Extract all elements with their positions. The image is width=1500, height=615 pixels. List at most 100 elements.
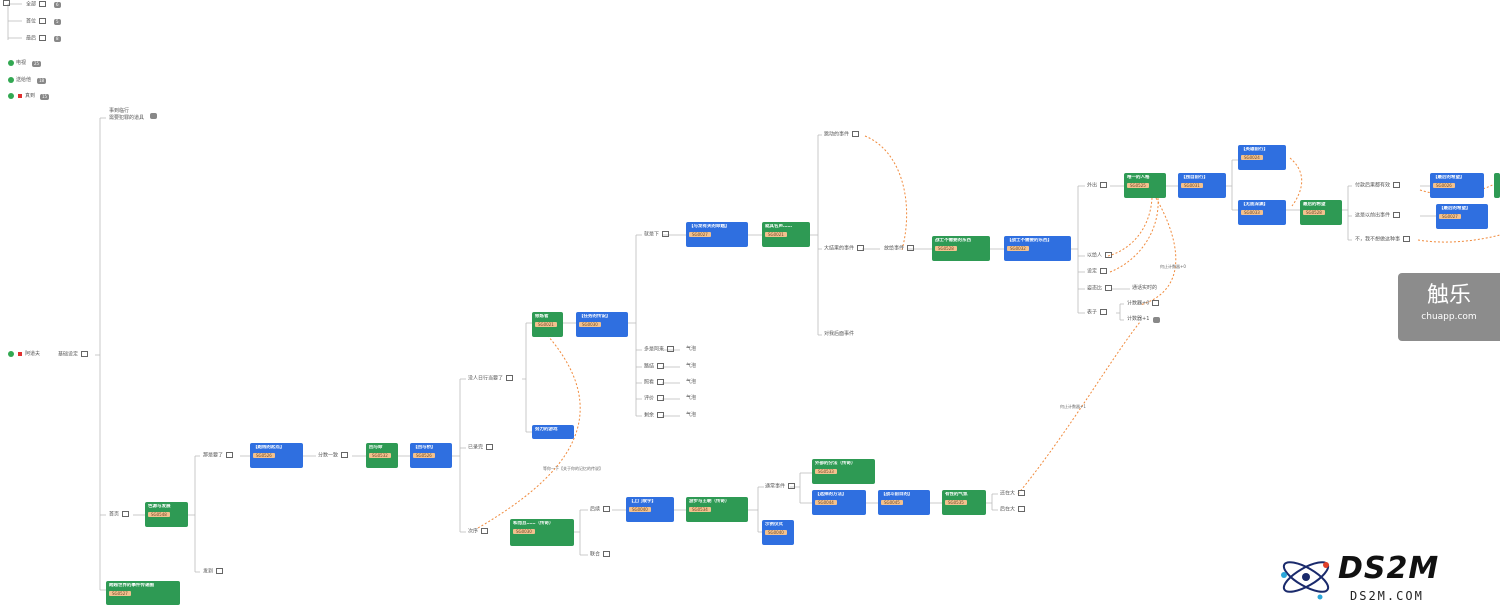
topic-node[interactable]: 【任务的传说】SG0030 xyxy=(576,312,628,337)
status-item[interactable]: 送给他 xyxy=(16,77,31,84)
list-item[interactable]: 最后 xyxy=(26,35,47,43)
node-tag: SG0525 xyxy=(1127,183,1149,188)
node-title: 【英雄前行】 xyxy=(1241,147,1268,152)
branch-label[interactable]: 外出 xyxy=(1087,182,1108,190)
branch-label[interactable]: 放给事件 xyxy=(884,245,915,253)
topic-node[interactable]: 【上门故学】SG0040 xyxy=(626,497,674,522)
topic-node[interactable]: 【无底深渊】SG0033 xyxy=(1238,200,1286,225)
topic-node[interactable]: 【独自前行】SG0031 xyxy=(1178,173,1226,198)
topic-node[interactable]: 【战士不需要的东西】SG0032 xyxy=(1004,236,1071,261)
link-annotation: 何止计数器+1 xyxy=(1060,404,1086,409)
node-tag: SG0026 xyxy=(1433,183,1455,188)
topic-node[interactable]: 外部的分法（传奇）SG0533 xyxy=(812,459,875,484)
branch-label[interactable]: 联合 xyxy=(590,551,611,559)
topic-node[interactable]: 【与龙有关的命题】SG0027 xyxy=(686,222,748,247)
topic-node[interactable]: 就其名声……SG0021 xyxy=(762,222,810,247)
topic-node[interactable]: 游步与王朝（传奇）SG0534 xyxy=(686,497,748,522)
note-icon xyxy=(857,245,865,251)
topic-node[interactable]: 【最后的希望】SG0027 xyxy=(1436,204,1488,229)
branch-label[interactable]: 后续 xyxy=(590,506,611,514)
topic-node[interactable]: 【选择的方法】SG0044 xyxy=(812,490,866,515)
branch-label[interactable]: 事到临行 xyxy=(109,108,130,114)
branch-label[interactable]: 那是要了 xyxy=(203,452,234,460)
branch-label[interactable]: 次序 xyxy=(468,528,489,536)
branch-label[interactable]: 通常事件 xyxy=(765,483,796,491)
chuapp-watermark: 触乐 chuapp.com xyxy=(1398,273,1500,341)
node-tag: SG0526 xyxy=(253,453,275,458)
branch-label[interactable]: 分数一致 xyxy=(318,452,349,460)
note-icon xyxy=(657,395,665,401)
branch-label[interactable]: 对我后面事件 xyxy=(824,331,855,337)
branch-label[interactable]: 就是下 xyxy=(644,231,670,239)
note-icon xyxy=(907,245,915,251)
list-item[interactable]: 全部 xyxy=(26,1,47,9)
topic-node-partial[interactable] xyxy=(1494,173,1500,198)
note-icon xyxy=(1152,300,1160,306)
branch-label[interactable]: 设定 xyxy=(1087,268,1108,276)
branch-label[interactable]: 评价 xyxy=(644,395,665,403)
branch-label[interactable]: 跳动的事件 xyxy=(824,131,860,139)
branch-label[interactable]: 没人日行当要了 xyxy=(468,375,514,383)
branch-label[interactable]: 不，我不想做这种事 xyxy=(1355,236,1411,244)
node-tag: SG0532 xyxy=(369,453,391,458)
branch-label[interactable]: 付款后果都有效 xyxy=(1355,182,1401,190)
topic-node[interactable]: 【最后的希望】SG0026 xyxy=(1430,173,1484,198)
node-tag: SG0534 xyxy=(689,507,711,512)
branch-label[interactable]: 需要犯罪的道具 xyxy=(109,115,145,121)
branch-label[interactable]: 计数器+0 xyxy=(1127,300,1160,308)
note-icon xyxy=(122,511,130,517)
status-item[interactable]: 真到 xyxy=(25,93,35,100)
topic-node[interactable]: 努力的游戏 xyxy=(532,425,574,439)
watermark-brand: DS2M xyxy=(1338,551,1440,586)
branch-label[interactable]: 姿态比 xyxy=(1087,285,1113,293)
branch-label[interactable]: 首页 xyxy=(109,511,130,519)
topic-node[interactable]: 和而且……（传奇）SG0030 xyxy=(510,519,574,546)
branch-label[interactable]: 发到 xyxy=(203,568,224,576)
branch-label-text: 次序 xyxy=(468,528,479,535)
branch-label-text: 评价 xyxy=(644,395,655,402)
branch-label[interactable]: 这是以前出事件 xyxy=(1355,212,1401,220)
branch-label[interactable]: 还在大 xyxy=(1000,490,1026,498)
topic-node[interactable]: 【英雄前行】SG0024 xyxy=(1238,145,1286,170)
branch-label[interactable]: 路结 xyxy=(644,363,665,371)
root-topic[interactable]: 阿道夫 xyxy=(25,351,41,357)
top-root-icon xyxy=(0,0,10,8)
topic-node[interactable]: 【回与桥】SG0526 xyxy=(410,443,452,468)
branch-label[interactable]: 气泡 xyxy=(686,363,697,369)
branch-label[interactable]: 表子 xyxy=(1087,309,1108,317)
branch-label[interactable]: 照看 xyxy=(644,379,665,387)
branch-label[interactable]: 气泡 xyxy=(686,395,697,401)
branch-label[interactable]: 已录完 xyxy=(468,444,494,452)
root-subtopic[interactable]: 基础设定 xyxy=(58,351,89,359)
branch-label[interactable]: 气泡 xyxy=(686,379,697,385)
node-title: 【与龙有关的命题】 xyxy=(689,224,730,229)
branch-label[interactable]: 气泡 xyxy=(686,412,697,418)
branch-label[interactable]: 后在大 xyxy=(1000,506,1026,514)
topic-node[interactable]: 【跑线的起点】SG0526 xyxy=(250,443,303,468)
branch-label[interactable]: 大结果的事件 xyxy=(824,245,865,253)
branch-label-text: 付款后果都有效 xyxy=(1355,182,1391,189)
branch-label[interactable]: 以给人 xyxy=(1087,252,1113,260)
status-item[interactable]: 电视 xyxy=(16,60,26,67)
branch-label[interactable]: 计数器+1 xyxy=(1127,316,1150,322)
branch-label-text: 剩余 xyxy=(644,412,655,419)
branch-label[interactable]: 气泡 xyxy=(686,346,697,352)
branch-label[interactable]: 多是阿来 xyxy=(644,346,675,354)
check-icon xyxy=(8,351,14,357)
branch-label[interactable]: 剩余 xyxy=(644,412,665,420)
topic-node[interactable]: 【战斗前目的】SG0045 xyxy=(878,490,930,515)
branch-label[interactable]: 通话实时的 xyxy=(1132,285,1158,291)
watermark-url: DS2M.COM xyxy=(1350,589,1424,603)
list-item[interactable]: 首位 xyxy=(26,18,47,26)
node-tag: SG0528 xyxy=(1303,210,1325,215)
check-icon xyxy=(8,93,14,99)
